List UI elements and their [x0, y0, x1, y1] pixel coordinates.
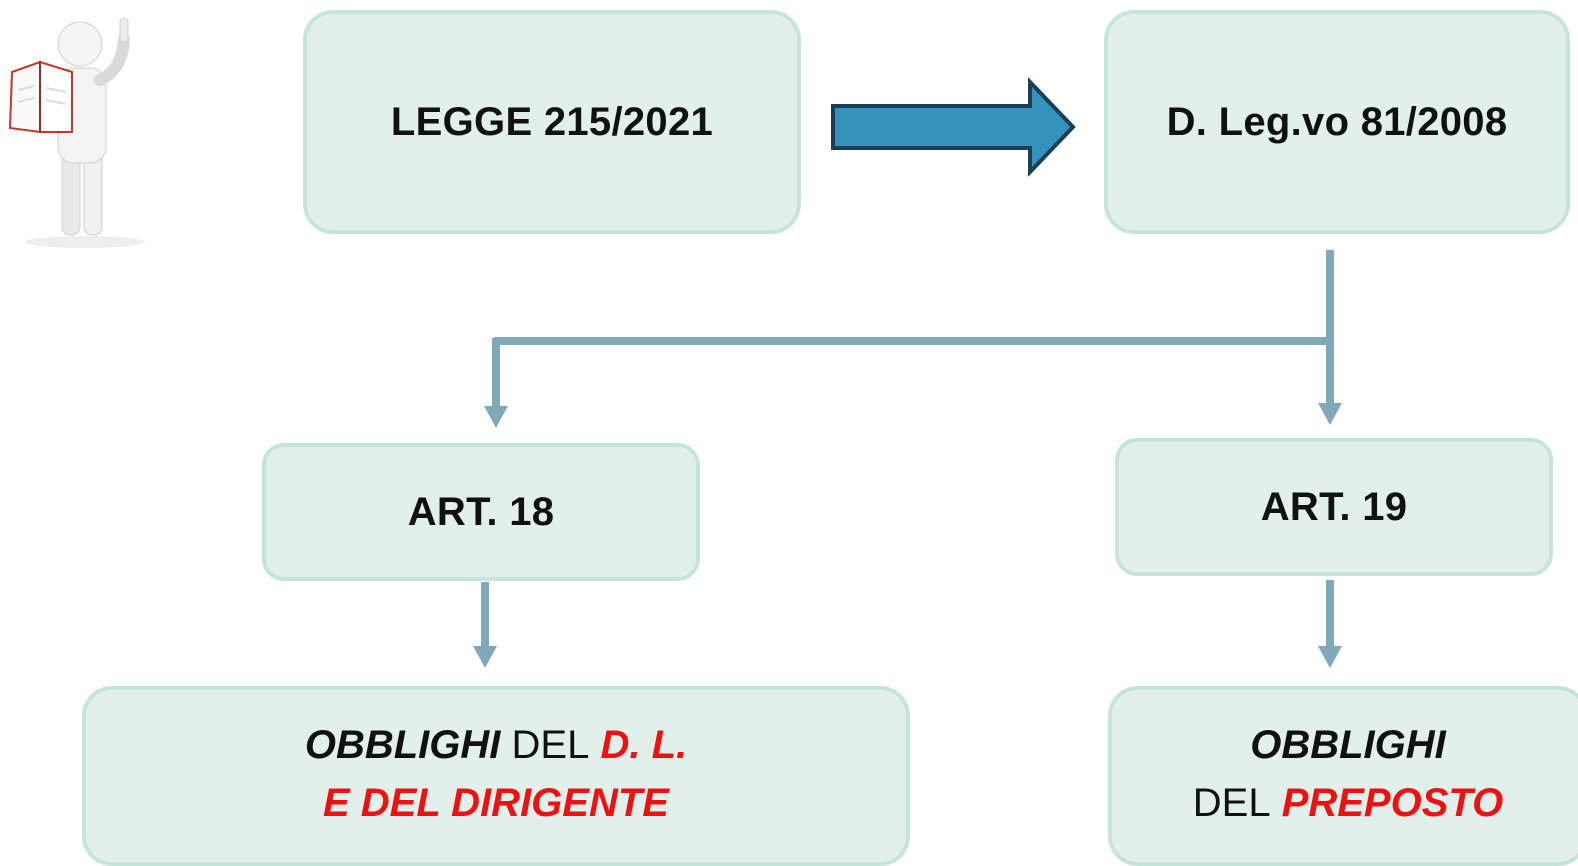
arrowhead-art18 [473, 646, 497, 668]
art18-label: ART. 18 [407, 489, 555, 534]
art18-box: ART. 18 [262, 443, 700, 581]
obblighi-preposto-word: OBBLIGHI [1250, 723, 1446, 767]
person-reading-book-icon [8, 17, 145, 248]
obblighi-dl-word: OBBLIGHI [304, 723, 501, 767]
obblighi-dl-del: DEL [511, 723, 590, 767]
dlgs-box: D. Leg.vo 81/2008 [1104, 10, 1570, 234]
art19-box: ART. 19 [1115, 438, 1553, 576]
arrowhead-right-branch [1318, 403, 1342, 425]
obblighi-dl-dl: D. L. [600, 723, 688, 767]
obblighi-preposto-preposto: PREPOSTO [1281, 781, 1504, 825]
legge-label: LEGGE 215/2021 [390, 99, 714, 144]
obblighi-preposto-text: OBBLIGHI DEL PREPOSTO [1193, 716, 1503, 832]
arrowhead-art19 [1318, 646, 1342, 668]
obblighi-dl-dirigente: E DEL DIRIGENTE [323, 781, 669, 825]
obblighi-dl-box: OBBLIGHI DEL D. L. E DEL DIRIGENTE [82, 686, 910, 866]
obblighi-preposto-box: OBBLIGHI DEL PREPOSTO [1108, 686, 1578, 866]
arrowhead-left-branch [484, 406, 508, 428]
legge-box: LEGGE 215/2021 [303, 10, 801, 234]
obblighi-preposto-del: DEL [1192, 781, 1271, 825]
art19-label: ART. 19 [1260, 484, 1408, 529]
dlgs-label: D. Leg.vo 81/2008 [1166, 99, 1508, 144]
obblighi-dl-text: OBBLIGHI DEL D. L. E DEL DIRIGENTE [305, 716, 687, 832]
big-right-arrow [831, 77, 1076, 177]
